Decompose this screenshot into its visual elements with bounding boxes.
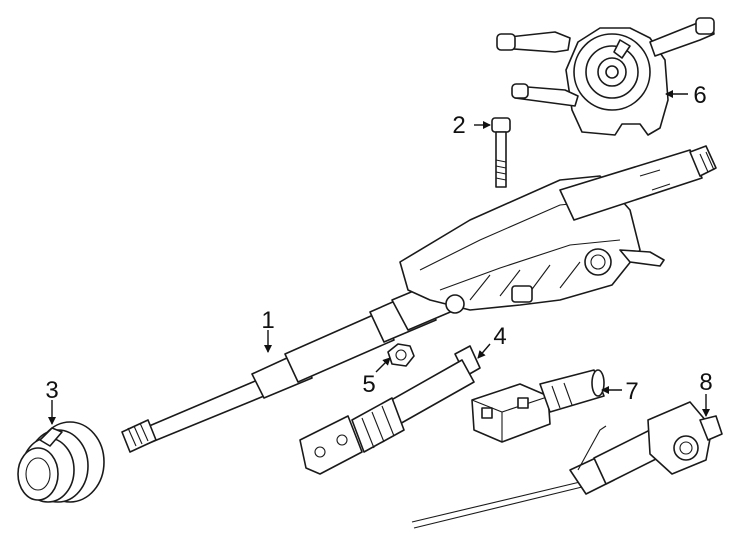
callout-8: 8 [699, 369, 712, 396]
callout-7: 7 [625, 378, 638, 405]
part-6-combination-switch [496, 17, 715, 136]
leader-lines [48, 90, 710, 425]
part-5-nut [387, 343, 415, 367]
part-4-intermediate-shaft [299, 345, 481, 475]
part-3-boot [17, 421, 105, 503]
callout-2: 2 [452, 112, 465, 139]
leader-5 [375, 357, 391, 373]
callout-6: 6 [693, 82, 706, 109]
callout-5: 5 [362, 371, 375, 398]
part-7-actuator-motor [471, 369, 605, 443]
callout-3: 3 [45, 377, 58, 404]
part-8-sensor-cable [411, 401, 723, 529]
part-1-steering-column [121, 145, 717, 453]
callout-4: 4 [493, 323, 506, 350]
leader-4 [477, 343, 491, 359]
part-2-bolt [491, 117, 511, 188]
callout-1: 1 [261, 307, 274, 334]
callout-labels: 1 2 3 4 5 6 7 8 [45, 82, 712, 405]
